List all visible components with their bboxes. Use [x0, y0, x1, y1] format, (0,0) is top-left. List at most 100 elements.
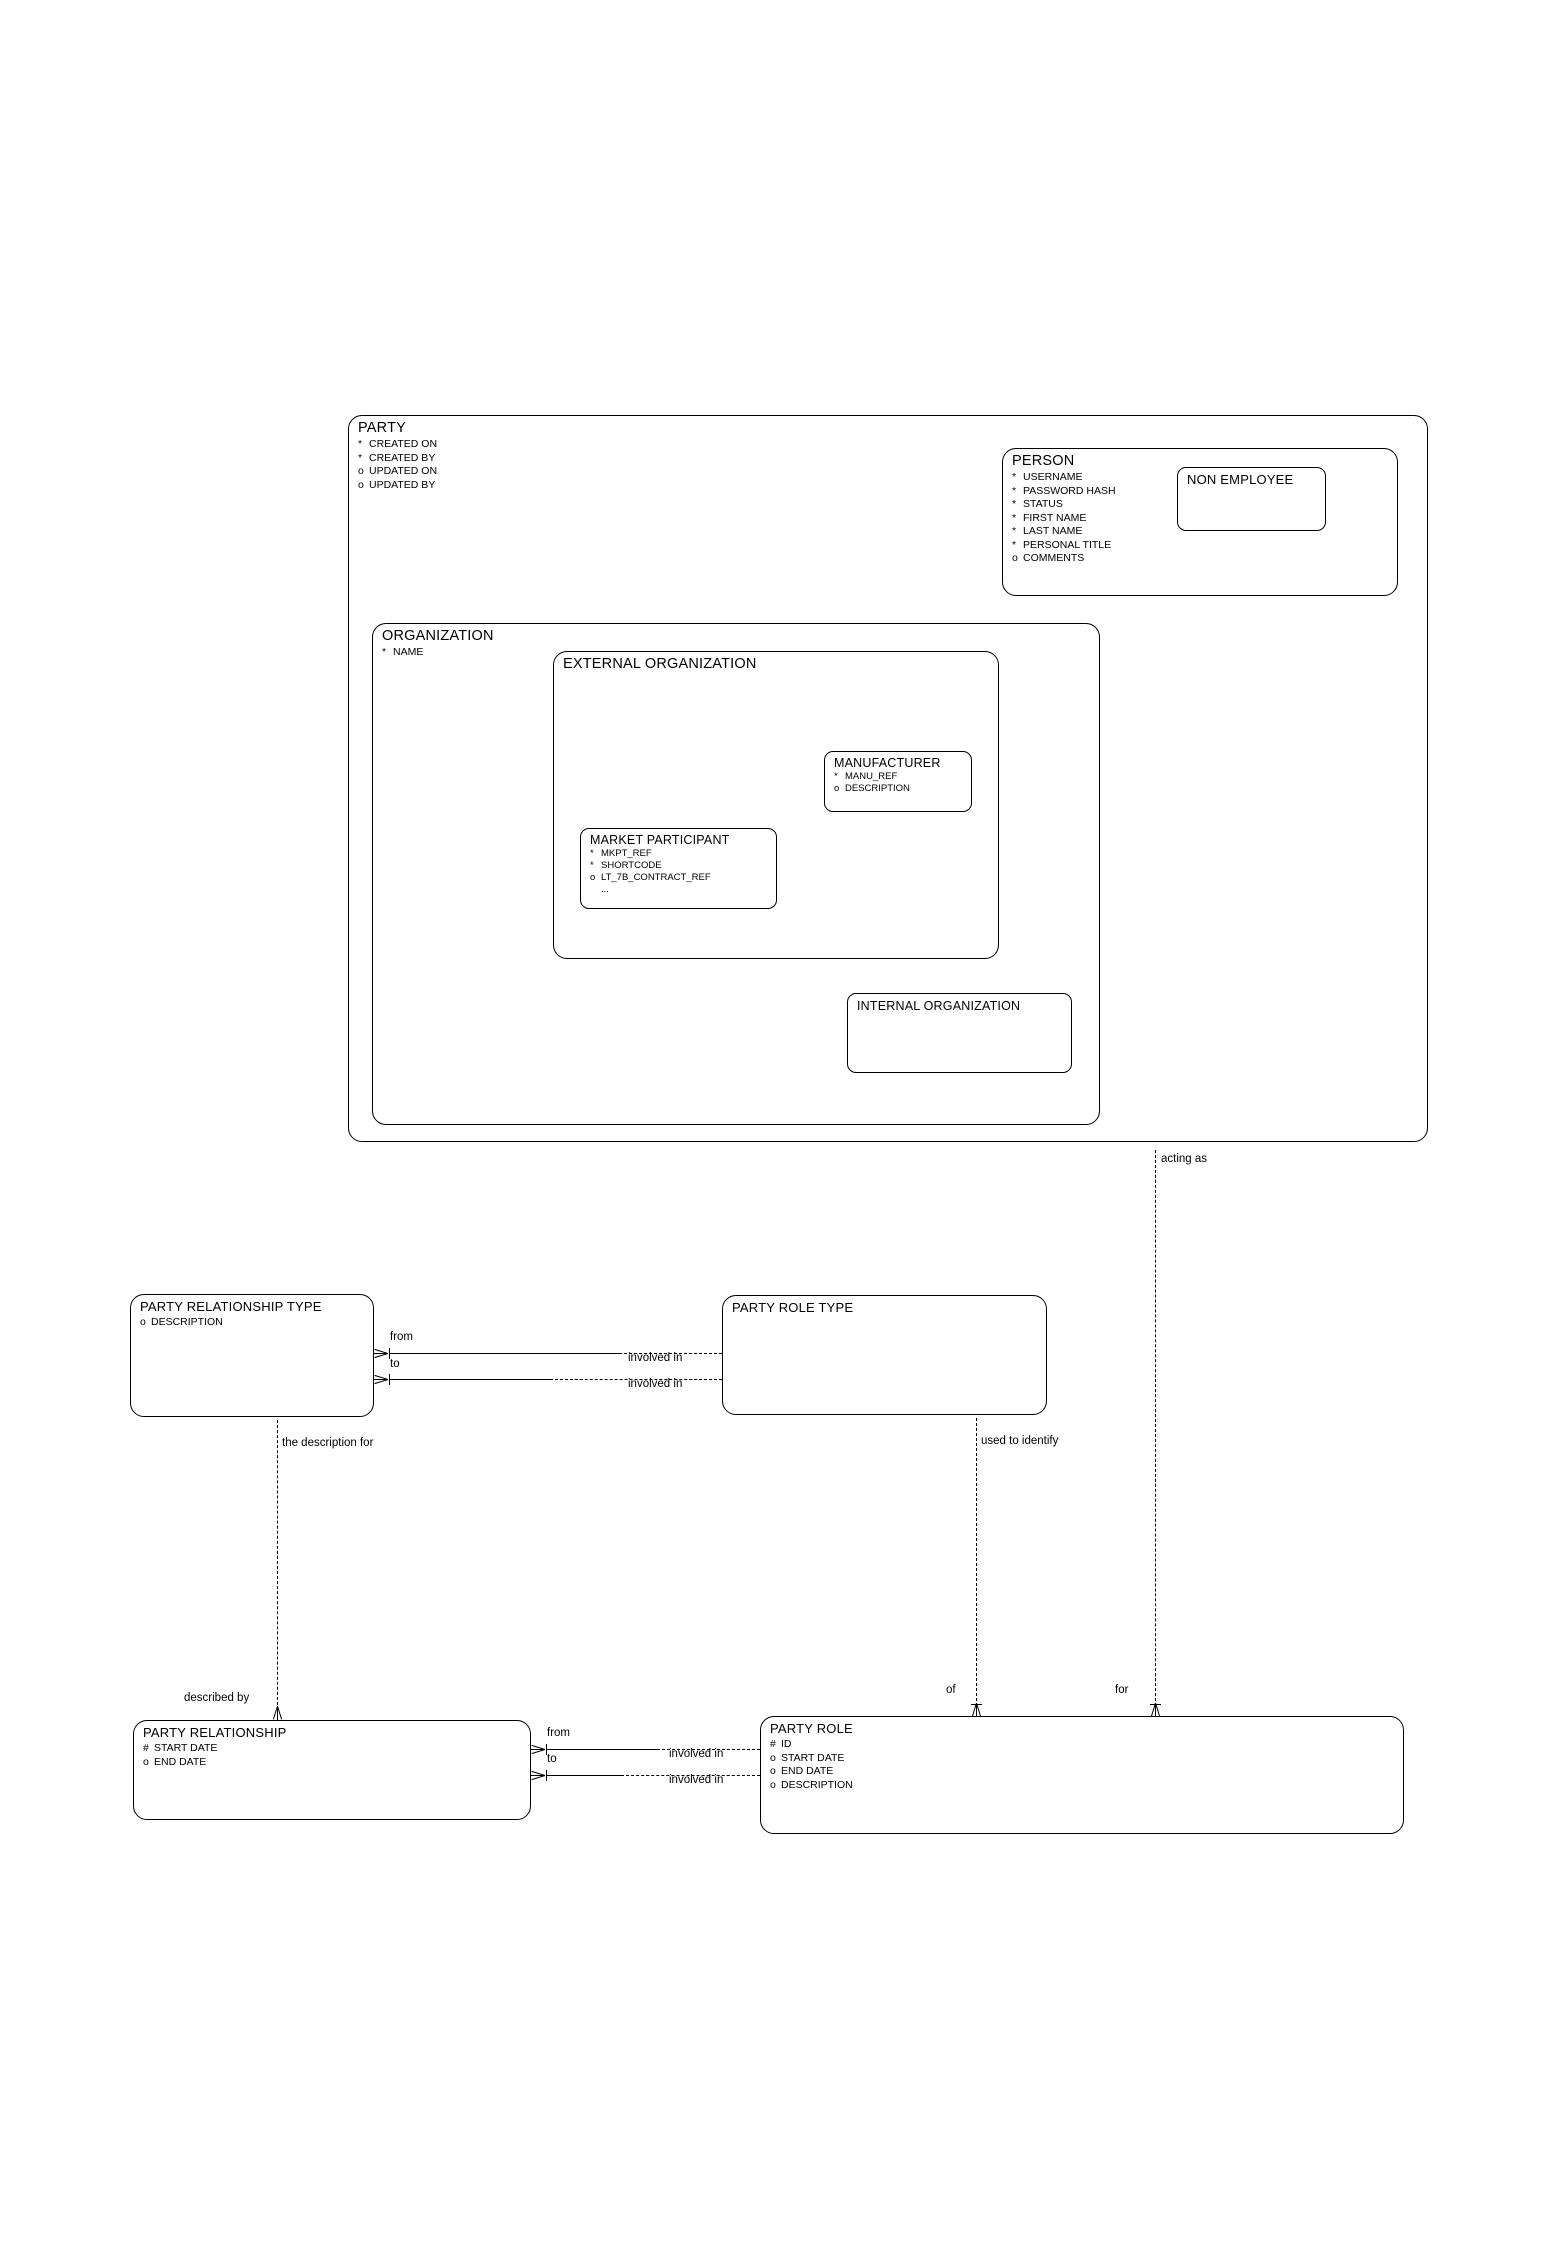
- attribute-row: * NAME: [382, 646, 423, 660]
- attribute-row: *MANU_REF: [834, 771, 910, 783]
- attribute-row: * PASSWORD HASH: [1012, 485, 1116, 499]
- attribute-label: LAST NAME: [1023, 525, 1083, 537]
- connector-label-prt-from-involved-in: involved in: [628, 1352, 683, 1364]
- attribute-label: START DATE: [781, 1751, 845, 1764]
- connector-prt-to-dashed: [550, 1379, 722, 1380]
- crow-foot-prt-from: [374, 1346, 388, 1361]
- attribute-mark: *: [382, 646, 387, 658]
- attribute-row: #START DATE: [143, 1742, 217, 1756]
- crow-foot-pr-from: [531, 1742, 545, 1757]
- connector-prt-from-solid: [389, 1353, 619, 1354]
- entity-party-title: PARTY: [358, 420, 407, 436]
- attribute-label: NAME: [393, 646, 424, 658]
- attribute-mark: o: [358, 478, 364, 491]
- connector-pr-to-dashed: [621, 1775, 760, 1776]
- connector-prt-to-solid: [389, 1379, 550, 1380]
- attribute-mark: o: [770, 1778, 776, 1791]
- entity-organization-attributes: * NAME: [382, 646, 423, 660]
- connector-label-described-by: described by: [184, 1692, 250, 1704]
- attribute-mark: *: [1012, 498, 1017, 510]
- connector-label-pr-from: from: [547, 1727, 570, 1739]
- attribute-mark: *: [1012, 525, 1017, 537]
- connector-pr-to-solid: [546, 1775, 621, 1776]
- connector-label-pr-to-involved-in: involved in: [669, 1774, 724, 1786]
- attribute-row: *USERNAME: [1012, 471, 1116, 485]
- attribute-label: UPDATED ON: [369, 465, 438, 477]
- entity-party-relationship-type-title: PARTY RELATIONSHIP TYPE: [140, 1299, 322, 1314]
- attribute-label: DESCRIPTION: [845, 783, 910, 794]
- attribute-row: * PERSONAL TITLE: [1012, 539, 1116, 553]
- attribute-row: o DESCRIPTION: [770, 1779, 853, 1793]
- attribute-mark: *: [1012, 538, 1017, 551]
- entity-party-role-type-title: PARTY ROLE TYPE: [732, 1300, 854, 1315]
- crow-foot-described-by: [270, 1706, 285, 1720]
- entity-person-attributes: *USERNAME * PASSWORD HASH * STATUS * FIRST …: [1012, 471, 1116, 566]
- attribute-mark: *: [590, 848, 594, 859]
- connector-label-used-to-identify: used to identify: [981, 1435, 1059, 1447]
- entity-internal-organization-title: INTERNAL ORGANIZATION: [857, 999, 1021, 1013]
- attribute-mark: o: [770, 1765, 776, 1777]
- entity-market-participant-title: MARKET PARTICIPANT: [590, 833, 730, 847]
- attribute-row: o END DATE: [770, 1765, 853, 1779]
- entity-external-organization[interactable]: EXTERNAL ORGANIZATION: [553, 651, 999, 959]
- entity-non-employee-title: NON EMPLOYEE: [1187, 472, 1294, 487]
- crow-foot-of: [969, 1703, 984, 1717]
- attribute-label: CREATED ON: [369, 438, 438, 450]
- attribute-mark: o: [358, 465, 364, 477]
- entity-party-role-type[interactable]: PARTY ROLE TYPE: [722, 1295, 1047, 1415]
- entity-party-relationship-attributes: #START DATE o END DATE: [143, 1742, 217, 1769]
- attribute-mark: o: [143, 1755, 149, 1768]
- connector-party-acting-as-line: [1155, 1150, 1156, 1716]
- entity-manufacturer-attributes: *MANU_REF o DESCRIPTION: [834, 771, 910, 795]
- attribute-row: * STATUS: [1012, 498, 1116, 512]
- attribute-label: PERSONAL TITLE: [1023, 538, 1112, 551]
- crow-foot-pr-to: [531, 1768, 545, 1783]
- entity-non-employee[interactable]: NON EMPLOYEE: [1177, 467, 1326, 531]
- attribute-mark: *: [590, 860, 594, 871]
- connector-label-acting-as: acting as: [1161, 1153, 1208, 1165]
- attribute-row: ...: [590, 884, 711, 896]
- attribute-mark: *: [1012, 484, 1017, 497]
- entity-party-role-title: PARTY ROLE: [770, 1721, 853, 1736]
- attribute-row: * MKPT_REF: [590, 848, 711, 860]
- entity-organization[interactable]: ORGANIZATION *NAME: [372, 623, 1100, 1125]
- attribute-row: o DESCRIPTION: [834, 783, 910, 795]
- attribute-label: PASSWORD HASH: [1023, 484, 1116, 497]
- connector-label-prt-to-involved-in: involved in: [628, 1378, 683, 1390]
- attribute-label: END DATE: [154, 1755, 207, 1768]
- attribute-row: * LAST NAME: [1012, 525, 1116, 539]
- attribute-label: MKPT_REF: [601, 848, 652, 859]
- entity-internal-organization[interactable]: INTERNAL ORGANIZATION: [847, 993, 1072, 1073]
- attribute-row: *CREATED ON: [358, 438, 437, 452]
- connector-description-for-line: [277, 1420, 278, 1720]
- connector-label-the-description-for: the description for: [282, 1437, 374, 1449]
- attribute-label: ID: [781, 1738, 792, 1750]
- attribute-label: FIRST NAME: [1023, 511, 1087, 524]
- attribute-label: END DATE: [781, 1765, 834, 1777]
- entity-market-participant[interactable]: MARKET PARTICIPANT *MKPT_REF *SHORTCODE …: [580, 828, 777, 909]
- entity-person[interactable]: PERSON *USERNAME *PASSWORD HASH *STATUS …: [1002, 448, 1398, 596]
- attribute-label: ...: [601, 884, 609, 895]
- attribute-mark: o: [834, 783, 840, 794]
- crow-foot-for: [1148, 1703, 1163, 1717]
- attribute-row: o END DATE: [143, 1756, 217, 1770]
- attribute-mark: #: [143, 1742, 149, 1754]
- attribute-mark: o: [770, 1751, 776, 1764]
- connector-pr-from-solid: [546, 1749, 657, 1750]
- connector-label-prt-from: from: [390, 1331, 413, 1343]
- attribute-label: DESCRIPTION: [781, 1778, 853, 1791]
- attribute-row: o UPDATED ON: [358, 465, 437, 479]
- attribute-mark: *: [1012, 471, 1017, 483]
- attribute-label: STATUS: [1023, 498, 1063, 510]
- attribute-row: #ID: [770, 1738, 853, 1752]
- crow-foot-prt-to: [374, 1372, 388, 1387]
